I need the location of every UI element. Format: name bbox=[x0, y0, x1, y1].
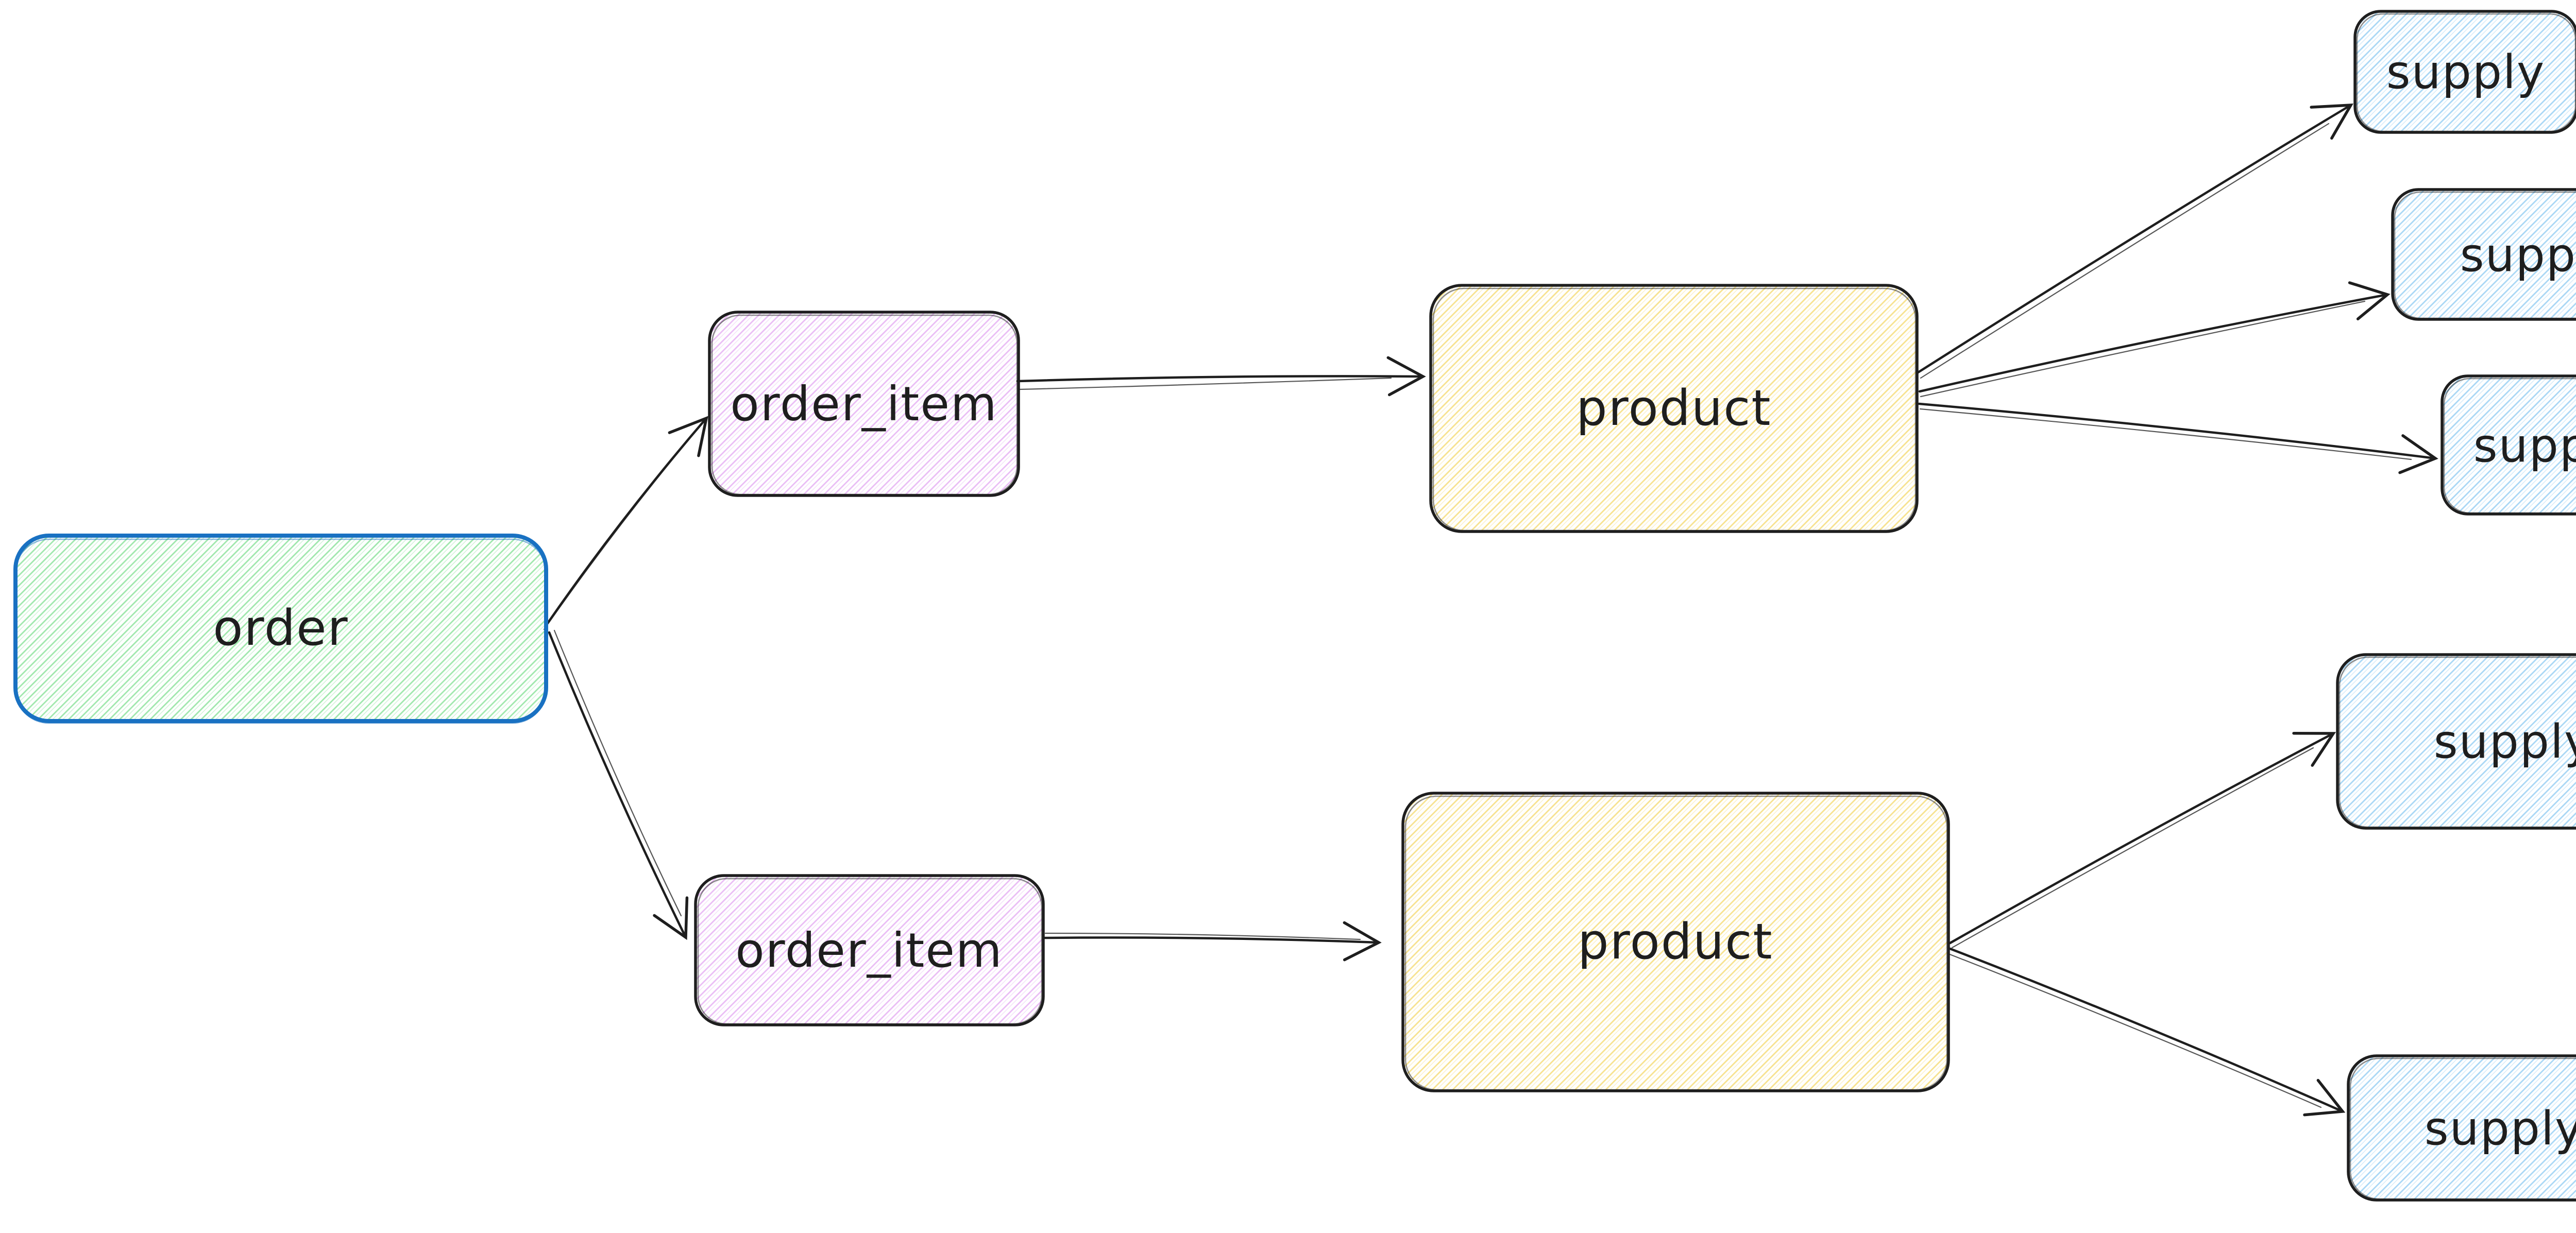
edge-line bbox=[1918, 402, 2438, 474]
node-supply-1-label: supply bbox=[2386, 45, 2545, 99]
node-order-label: order bbox=[213, 600, 348, 657]
node-supply-4-shape bbox=[2336, 653, 2576, 830]
node-supply-5[interactable]: supply bbox=[2347, 1054, 2576, 1202]
node-supply-5-shape bbox=[2347, 1054, 2576, 1202]
edge-line-ghost bbox=[1919, 408, 2412, 460]
node-product-1-shape-ghost bbox=[1432, 287, 1917, 532]
node-order-item-1-shape bbox=[708, 311, 1020, 497]
node-supply-1-shape-ghost bbox=[2356, 13, 2576, 132]
edge-line-ghost bbox=[1044, 932, 1361, 940]
edge-order-to-order-item-2[interactable] bbox=[548, 629, 689, 940]
node-order-item-1-shape-ghost bbox=[711, 314, 1018, 495]
node-product-2-label: product bbox=[1578, 914, 1773, 970]
edge-line bbox=[548, 631, 689, 940]
node-supply-4-shape-ghost bbox=[2338, 656, 2576, 828]
node-supply-3-shape-ghost bbox=[2443, 378, 2576, 514]
node-supply-2-shape-ghost bbox=[2394, 191, 2576, 319]
edge-product-1-to-supply-3[interactable] bbox=[1918, 402, 2438, 474]
node-product-2[interactable]: product bbox=[1401, 792, 1950, 1092]
edge-line-ghost bbox=[1947, 953, 2322, 1108]
edge-line-ghost bbox=[1018, 377, 1392, 390]
edge-product-1-to-supply-1[interactable] bbox=[1917, 103, 2353, 379]
node-order-shape-ghost bbox=[14, 538, 547, 724]
node-supply-1-shape bbox=[2353, 10, 2576, 134]
node-supply-3-label: supply bbox=[2473, 419, 2576, 473]
node-order-item-2-label: order_item bbox=[735, 923, 1003, 978]
node-product-2-shape bbox=[1401, 792, 1950, 1092]
edge-line-ghost bbox=[1920, 123, 2330, 379]
edge-line bbox=[1948, 947, 2346, 1117]
node-order-item-2[interactable]: order_item bbox=[694, 874, 1045, 1026]
node-supply-5-label: supply bbox=[2425, 1102, 2576, 1156]
node-supply-5-shape-ghost bbox=[2349, 1057, 2576, 1200]
node-order-item-2-shape bbox=[694, 874, 1045, 1026]
edge-product-2-to-supply-4[interactable] bbox=[1948, 731, 2336, 949]
edge-line-ghost bbox=[553, 629, 682, 917]
node-product-1-shape bbox=[1429, 284, 1919, 533]
node-supply-4[interactable]: supply bbox=[2336, 653, 2576, 830]
node-order-item-1[interactable]: order_item bbox=[708, 311, 1020, 497]
edge-product-2-to-supply-5[interactable] bbox=[1947, 947, 2346, 1117]
edge-order-to-order-item-1[interactable] bbox=[543, 416, 708, 630]
node-order-item-1-label: order_item bbox=[730, 376, 997, 432]
edge-line bbox=[1016, 356, 1426, 397]
edge-order-item-1-to-product-1[interactable] bbox=[1016, 356, 1426, 397]
edge-line bbox=[1043, 921, 1382, 962]
node-supply-3-shape bbox=[2441, 374, 2576, 516]
edge-line bbox=[546, 416, 708, 625]
nodes-layer: order order_item order_item product prod… bbox=[13, 10, 2576, 1202]
node-order-item-2-shape-ghost bbox=[697, 878, 1043, 1025]
node-order[interactable]: order bbox=[13, 534, 548, 724]
edge-line-ghost bbox=[543, 437, 691, 630]
edge-line bbox=[1918, 281, 2391, 393]
node-supply-2[interactable]: supply bbox=[2391, 188, 2576, 321]
node-supply-1[interactable]: supply bbox=[2353, 10, 2576, 134]
edge-line bbox=[1917, 103, 2353, 374]
edges-layer bbox=[543, 103, 2438, 1117]
edge-line bbox=[1948, 731, 2336, 945]
edge-line-ghost bbox=[1920, 300, 2366, 398]
edge-product-1-to-supply-2[interactable] bbox=[1918, 281, 2391, 398]
edge-line-ghost bbox=[1951, 747, 2314, 949]
node-product-2-shape-ghost bbox=[1404, 795, 1948, 1091]
node-supply-3[interactable]: supply bbox=[2441, 374, 2576, 516]
edge-order-item-2-to-product-2[interactable] bbox=[1043, 921, 1382, 962]
node-product-1[interactable]: product bbox=[1429, 284, 1919, 533]
node-product-1-label: product bbox=[1576, 380, 1771, 437]
node-supply-4-label: supply bbox=[2434, 715, 2576, 769]
node-supply-2-shape bbox=[2391, 188, 2576, 321]
node-supply-2-label: supply bbox=[2460, 228, 2576, 282]
